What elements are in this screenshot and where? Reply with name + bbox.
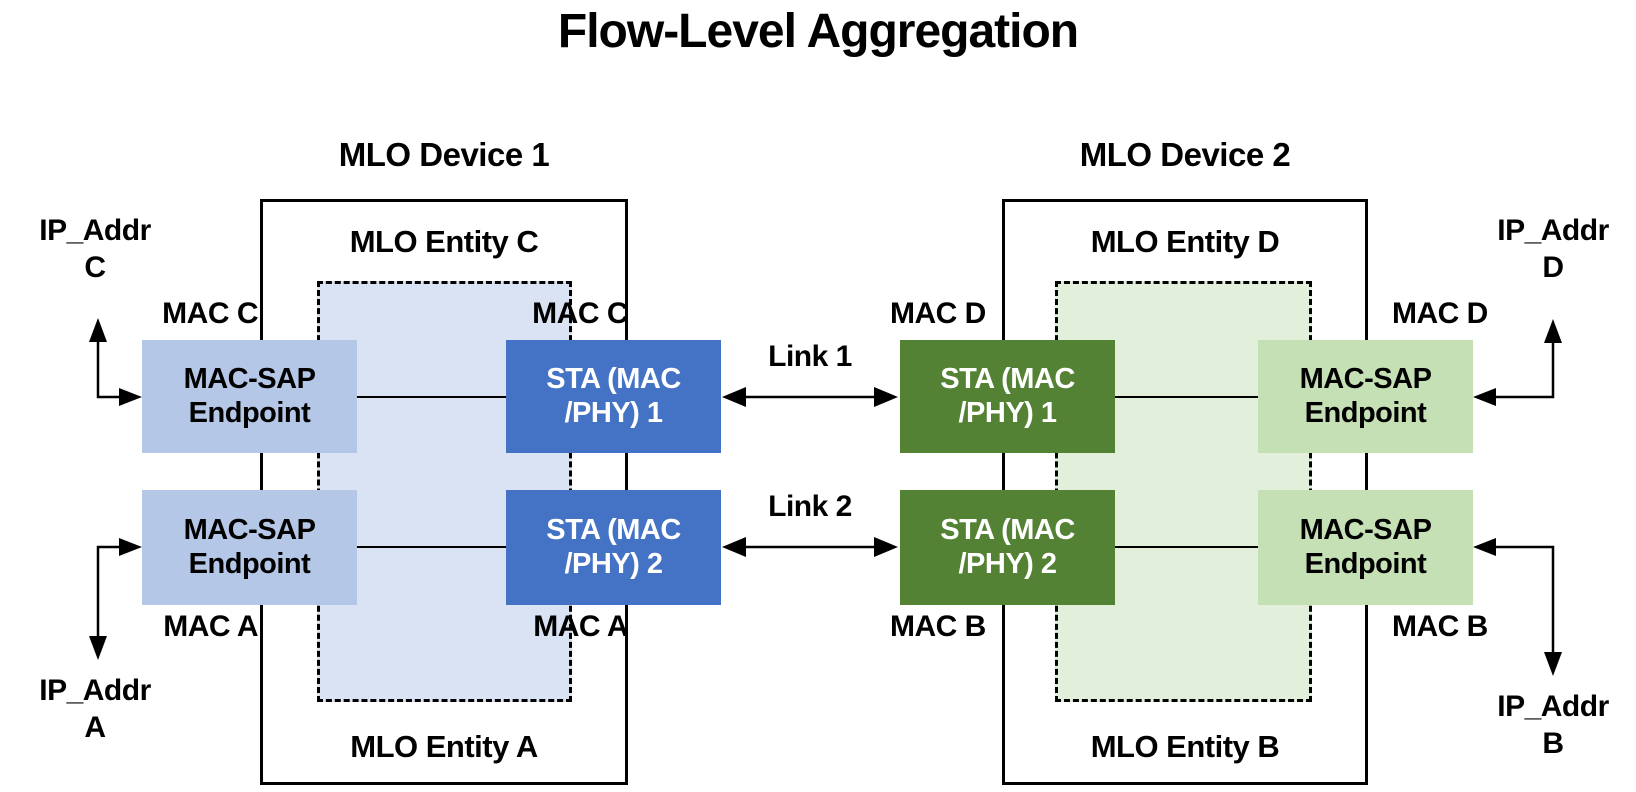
mac-d-label-right: MAC D (1392, 297, 1488, 330)
mac-sap-endpoint-d2-row2: MAC-SAP Endpoint (1258, 490, 1473, 605)
mac-sap-endpoint-d1-row1: MAC-SAP Endpoint (142, 340, 357, 453)
diagram-title: Flow-Level Aggregation (557, 5, 1079, 58)
ip-a-arrowhead-down (89, 636, 107, 660)
mlo-device-2-label: MLO Device 2 (1079, 136, 1291, 173)
ip-addr-b-arrow (1473, 538, 1562, 676)
ip-addr-c-arrow (89, 318, 142, 406)
ip-addr-c-label: IP_Addr C (39, 214, 151, 284)
ip-addr-d-arrow (1473, 319, 1562, 406)
ip-c-arrowhead-up (89, 318, 107, 342)
ip-d-arrowhead-up (1544, 319, 1562, 343)
link1-arrowhead-right (874, 387, 898, 407)
sta-mac-phy-1-d1: STA (MAC /PHY) 1 (506, 340, 721, 453)
mac-b-label-left: MAC B (890, 610, 986, 643)
ip-addr-b-label: IP_Addr B (1497, 690, 1609, 760)
mlo-entity-b-label: MLO Entity B (1090, 729, 1280, 764)
ip-c-arrowhead-right (119, 388, 142, 406)
ip-b-arrowhead-left (1473, 538, 1496, 556)
mac-d-label-left: MAC D (890, 297, 986, 330)
mlo-entity-a-label: MLO Entity A (350, 729, 538, 764)
sta-mac-phy-2-d2: STA (MAC /PHY) 2 (900, 490, 1115, 605)
sta-mac-phy-1-d2: STA (MAC /PHY) 1 (900, 340, 1115, 453)
sta-mac-phy-2-d1: STA (MAC /PHY) 2 (506, 490, 721, 605)
mac-sap-endpoint-d2-row1: MAC-SAP Endpoint (1258, 340, 1473, 453)
mac-b-label-right: MAC B (1392, 610, 1488, 643)
ip-b-arrowhead-down (1544, 652, 1562, 676)
link2-arrowhead-right (874, 537, 898, 557)
link-2-arrow (722, 537, 898, 557)
ip-a-arrowhead-right (119, 538, 142, 556)
link-1-label: Link 1 (768, 340, 852, 373)
link2-arrowhead-left (722, 537, 746, 557)
link-1-arrow (722, 387, 898, 407)
link-2-label: Link 2 (768, 490, 852, 523)
mlo-device-1-label: MLO Device 1 (338, 136, 550, 173)
mac-a-label-right: MAC A (533, 610, 628, 643)
mac-sap-endpoint-d1-row2: MAC-SAP Endpoint (142, 490, 357, 605)
ip-addr-d-label: IP_Addr D (1497, 214, 1609, 284)
ip-addr-a-label: IP_Addr A (39, 674, 151, 744)
mlo-entity-d-label: MLO Entity D (1090, 224, 1280, 259)
link1-arrowhead-left (722, 387, 746, 407)
mac-a-label-left: MAC A (163, 610, 258, 643)
mac-c-label-left: MAC C (162, 297, 258, 330)
ip-d-arrowhead-left (1473, 388, 1496, 406)
mac-c-label-right: MAC C (532, 297, 628, 330)
mlo-entity-c-label: MLO Entity C (349, 224, 539, 259)
